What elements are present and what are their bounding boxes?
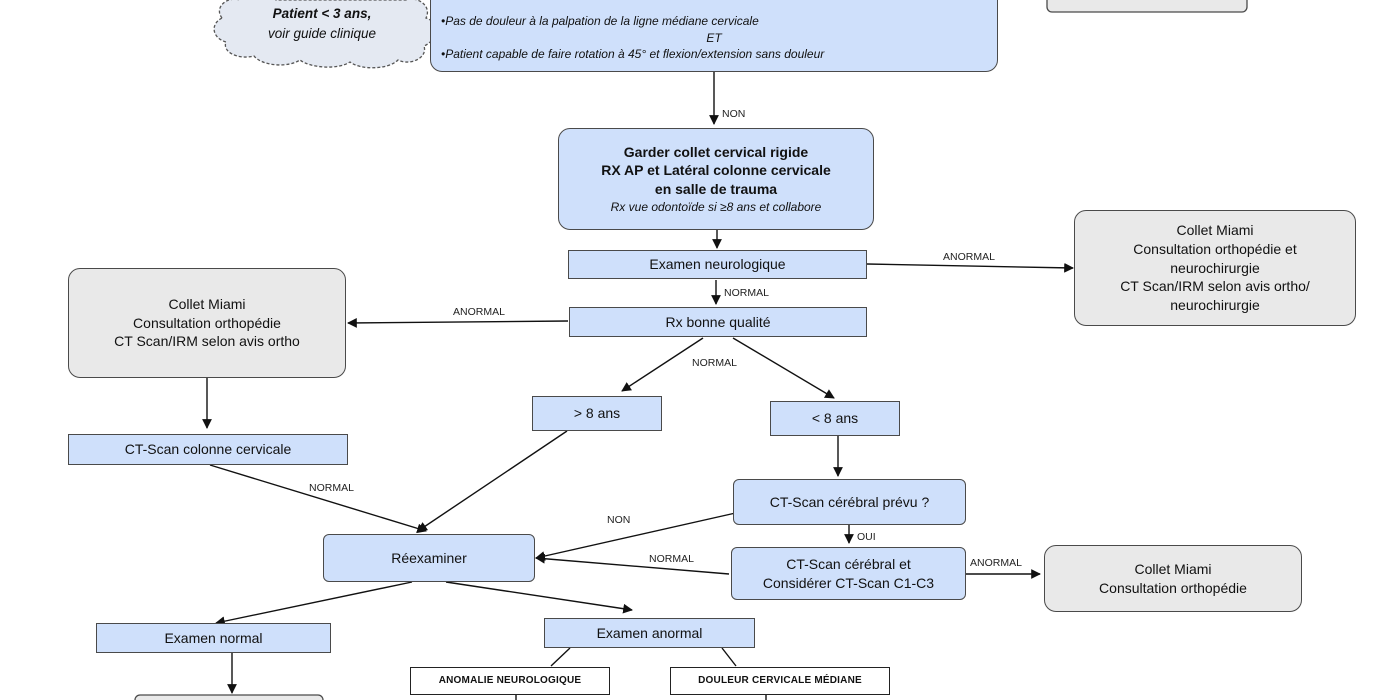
miami-bottom-box: Collet Miami Consultation orthopédie (1044, 545, 1302, 612)
arrow-ct-col-to-reexam (209, 464, 427, 534)
miami-left-box: Collet Miami Consultation orthopédie CT … (68, 268, 346, 378)
miami-left-line-2: Consultation orthopédie (133, 314, 281, 331)
label-non-top: NON (722, 108, 746, 120)
ct-c1c3-line-1: CT-Scan cérébral et (786, 555, 911, 572)
criteria-line-1: •Pas de douleur à la palpation de la lig… (441, 14, 759, 29)
garder-line-3: en salle de trauma (654, 181, 778, 198)
ct-cerebral-prevu-label: CT-Scan cérébral prévu ? (769, 493, 930, 510)
garder-line-2: RX AP et Latéral colonne cervicale (601, 162, 831, 179)
label-normal-ct: NORMAL (309, 482, 354, 494)
douleur-cervicale-box: DOULEUR CERVICALE MÉDIANE (670, 667, 890, 695)
rx-bonne-qualite-box: Rx bonne qualité (569, 307, 867, 337)
garder-line-4: Rx vue odontoïde si ≥8 ans et collabore (610, 200, 822, 215)
anomalie-neuro-box: ANOMALIE NEUROLOGIQUE (410, 667, 610, 695)
miami-right-line-3: neurochirurgie (1170, 259, 1260, 276)
miami-right-line-4: CT Scan/IRM selon avis ortho/ (1120, 278, 1310, 295)
criteria-box: •Pas de douleur à la palpation de la lig… (430, 0, 998, 72)
label-oui: OUI (857, 531, 876, 543)
label-normal-split: NORMAL (692, 357, 737, 369)
criteria-and: ET (706, 30, 722, 45)
examen-neurologique-box: Examen neurologique (568, 250, 867, 279)
line-anormal-to-douleur (721, 647, 737, 667)
cloud-shape (213, 0, 437, 69)
arrow-reexam-to-normal (215, 581, 413, 626)
miami-right-line-2: Consultation orthopédie et (1133, 240, 1297, 257)
arrow-rx-to-gt8 (621, 337, 704, 392)
examen-normal-box: Examen normal (96, 623, 331, 653)
miami-bottom-line-2: Consultation orthopédie (1099, 579, 1247, 596)
arrow-rx-to-lt8 (732, 337, 835, 399)
arrow-gt8-to-reexam (417, 430, 568, 532)
miami-left-line-1: Collet Miami (168, 295, 246, 312)
gt8-box: > 8 ans (532, 396, 662, 431)
examen-anormal-label: Examen anormal (596, 624, 703, 641)
arrow-reexam-to-anormal (445, 581, 633, 614)
label-anormal-left: ANORMAL (453, 306, 505, 318)
partial-top-right-box (1046, 0, 1248, 13)
gt8-label: > 8 ans (573, 405, 621, 422)
label-normal-reexam: NORMAL (649, 553, 694, 565)
criteria-line-3: •Patient capable de faire rotation à 45°… (441, 46, 825, 61)
miami-right-line-1: Collet Miami (1176, 221, 1254, 238)
ct-c1c3-line-2: Considérer CT-Scan C1-C3 (762, 574, 935, 591)
ct-cerebral-c1c3-box: CT-Scan cérébral et Considérer CT-Scan C… (731, 547, 966, 600)
arrow-c1c3-to-reexam (535, 553, 730, 575)
cloud-line-1: Patient < 3 ans, (272, 6, 372, 21)
cloud-line-2: voir guide clinique (267, 25, 377, 41)
label-normal-mid: NORMAL (724, 287, 769, 299)
label-non-cerebral: NON (607, 514, 631, 526)
examen-normal-label: Examen normal (164, 629, 263, 646)
label-anormal-c1c3: ANORMAL (970, 557, 1022, 569)
rx-bonne-qualite-label: Rx bonne qualité (665, 313, 771, 330)
garder-line-1: Garder collet cervical rigide (623, 143, 809, 160)
garder-collet-box: Garder collet cervical rigide RX AP et L… (558, 128, 874, 230)
reexaminer-box: Réexaminer (323, 534, 535, 582)
miami-right-line-5: neurochirurgie (1170, 297, 1260, 314)
examen-anormal-box: Examen anormal (544, 618, 755, 648)
miami-bottom-line-1: Collet Miami (1134, 560, 1212, 577)
anomalie-neuro-label: ANOMALIE NEUROLOGIQUE (438, 675, 582, 687)
arrow-neuro-to-miami-right (866, 262, 1074, 273)
ct-colonne-box: CT-Scan colonne cervicale (68, 434, 348, 465)
line-anormal-to-anomalie (550, 647, 571, 667)
ct-colonne-label: CT-Scan colonne cervicale (124, 441, 292, 458)
ct-cerebral-prevu-box: CT-Scan cérébral prévu ? (733, 479, 966, 525)
partial-bottom-left-box (134, 694, 324, 700)
miami-left-line-3: CT Scan/IRM selon avis ortho (114, 333, 300, 350)
lt8-label: < 8 ans (811, 410, 859, 427)
reexaminer-label: Réexaminer (391, 549, 467, 566)
label-anormal-right: ANORMAL (943, 251, 995, 263)
examen-neurologique-label: Examen neurologique (649, 256, 786, 273)
arrow-cerebral-to-reexam (535, 511, 741, 561)
lt8-box: < 8 ans (770, 401, 900, 436)
douleur-cervicale-label: DOULEUR CERVICALE MÉDIANE (698, 675, 862, 687)
cloud-note: Patient < 3 ans, voir guide clinique (222, 4, 422, 43)
arrow-rx-to-miami-left (347, 318, 569, 328)
miami-right-box: Collet Miami Consultation orthopédie et … (1074, 210, 1356, 326)
